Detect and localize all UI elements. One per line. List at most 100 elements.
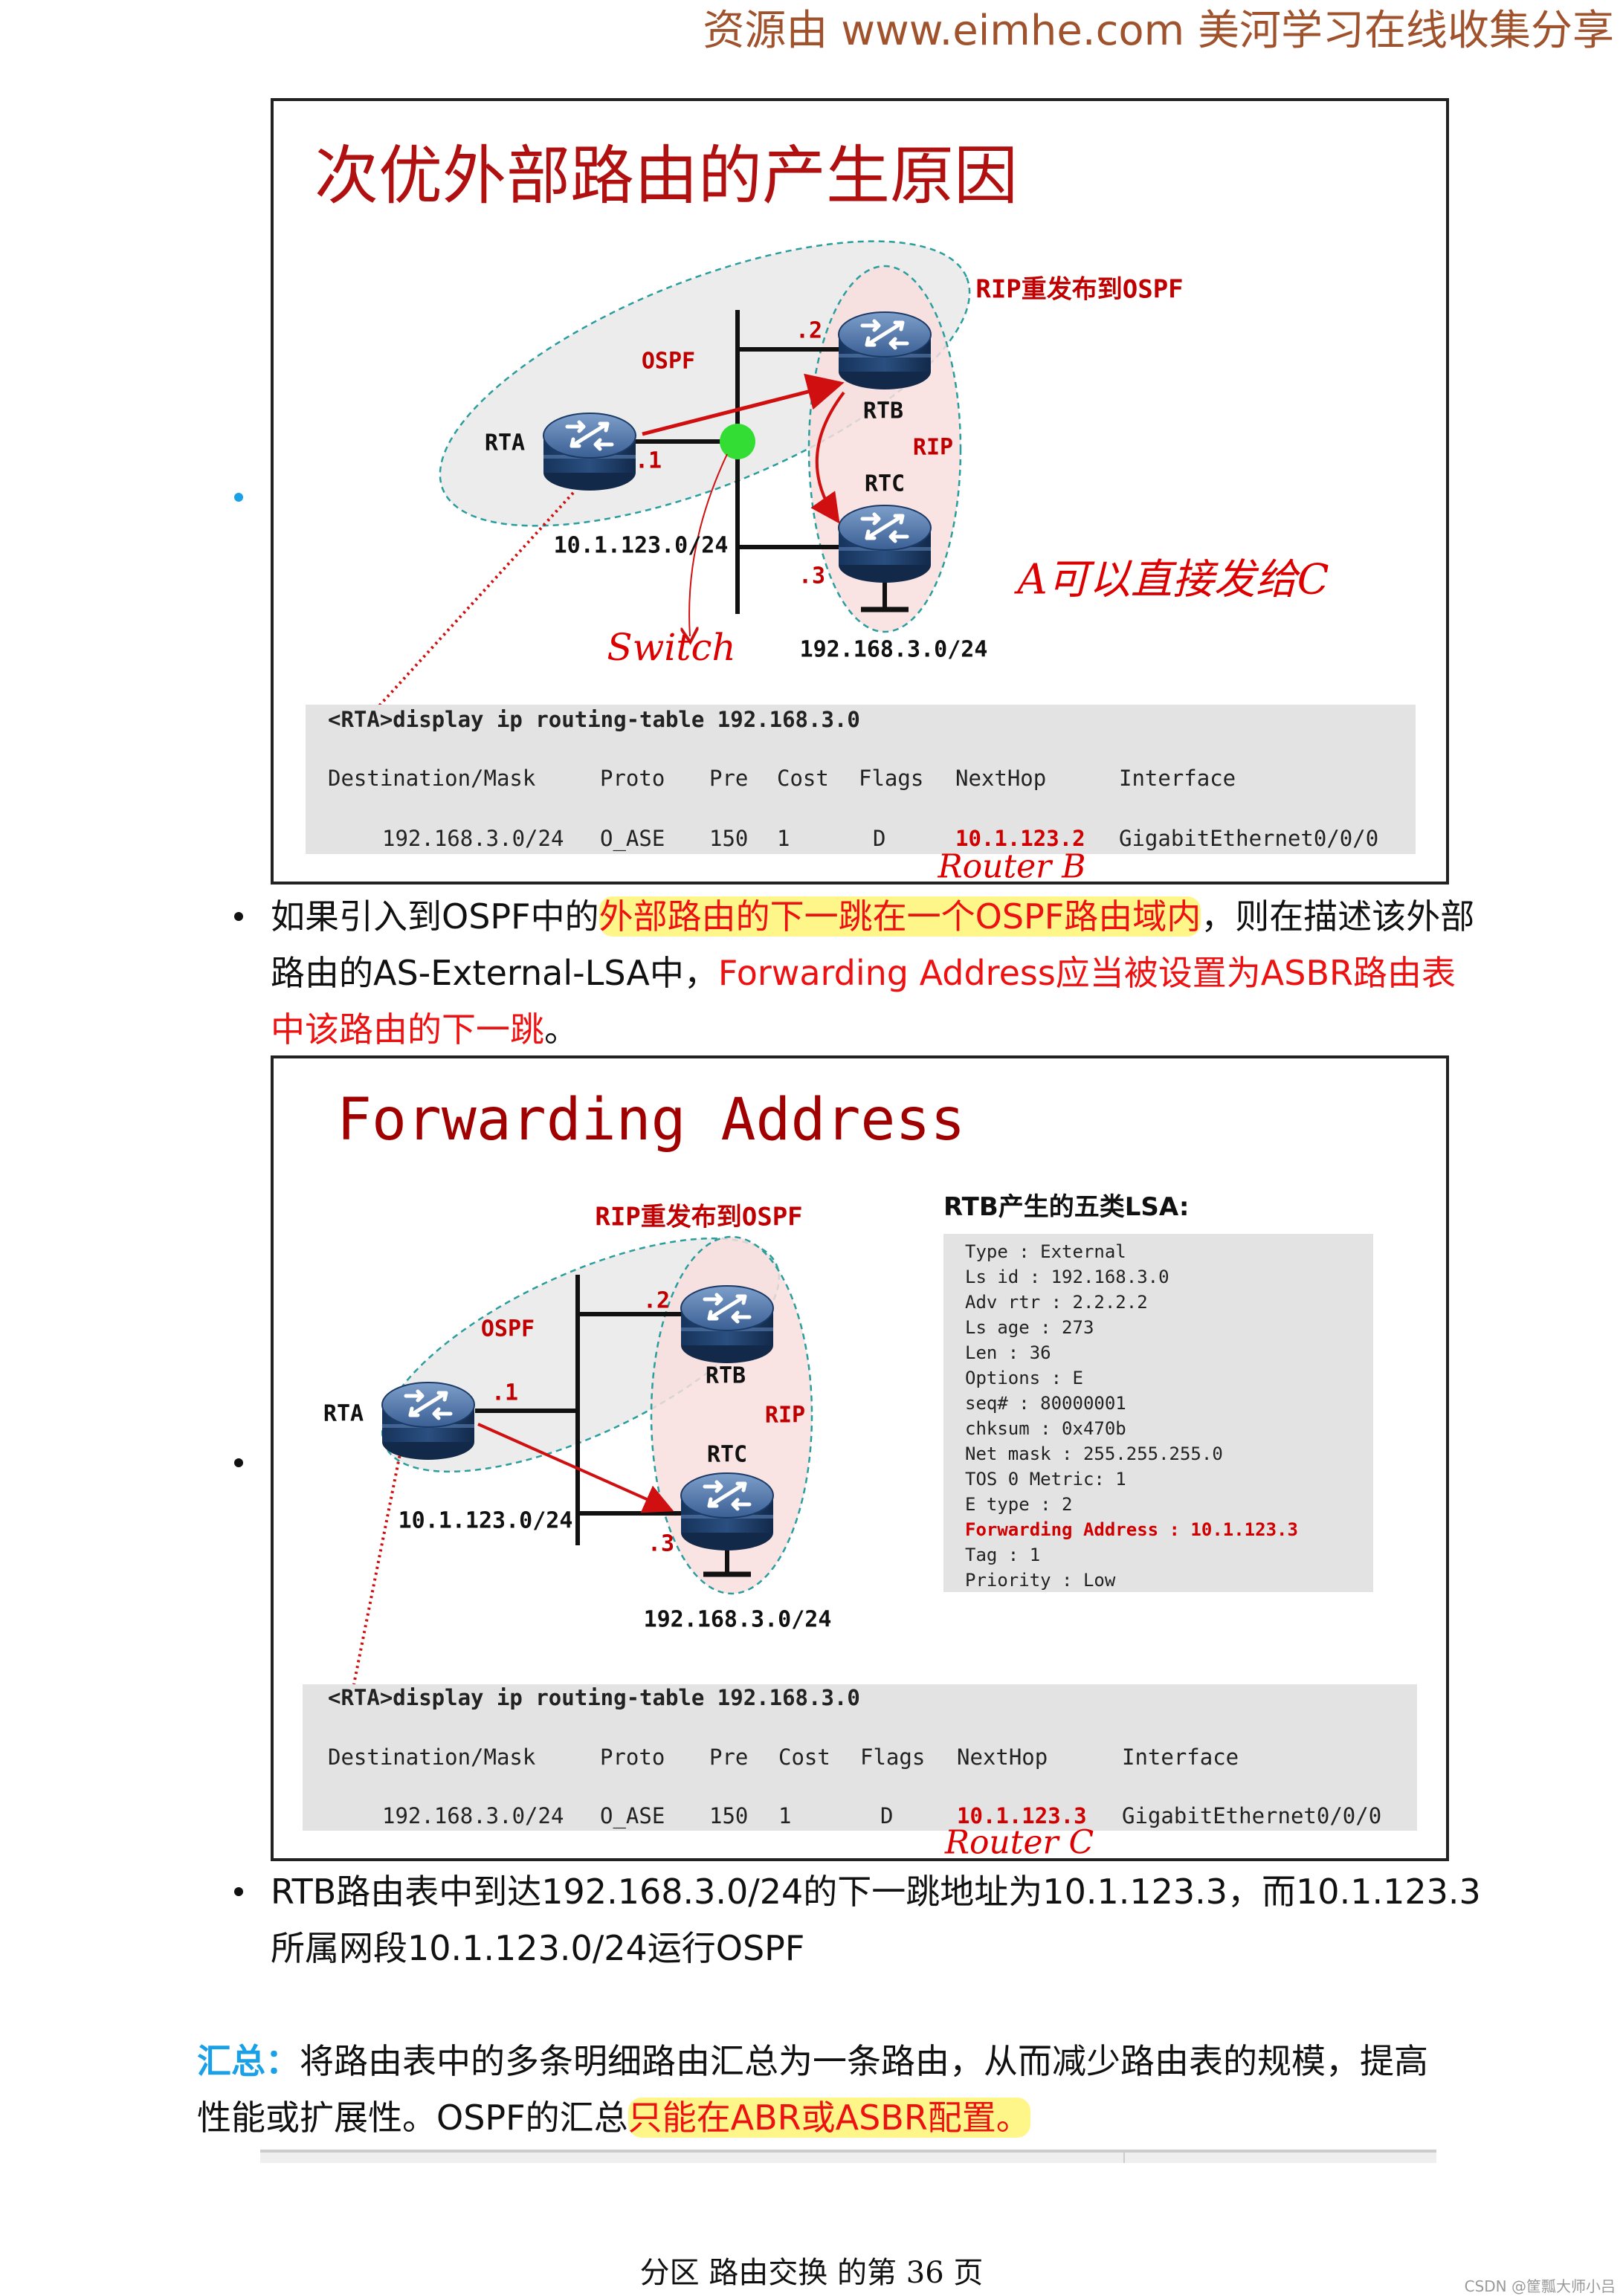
lsa-line: Priority : Low	[965, 1570, 1116, 1591]
lsa-line: Ls id : 192.168.3.0	[965, 1267, 1169, 1287]
header-suffix: 美河学习在线收集分享	[1184, 7, 1614, 55]
lsa-output: Type : External Ls id : 192.168.3.0 Adv …	[943, 1234, 1373, 1592]
col-pre: Pre	[709, 766, 749, 791]
bullet-dot	[234, 912, 243, 921]
rtb-iface: .2	[795, 317, 823, 344]
rip-label: RIP	[764, 1402, 806, 1429]
lsa-forwarding-address: Forwarding Address : 10.1.123.3	[965, 1519, 1298, 1540]
col-nexthop: NextHop	[955, 766, 1047, 791]
para1-highlight: 外部路由的下一跳在一个OSPF路由域内	[598, 896, 1201, 937]
page-footer: 分区 路由交换 的第 36 页	[639, 2256, 984, 2290]
slide-suboptimal-routing: 次优外部路由的产生原因 RIP重发布到OSPF OSPF RIP RTA RTB…	[271, 98, 1449, 886]
summary-text: 将路由表中的多条明细路由汇总为一条路由，从而减少路由表的规模，提高性能或扩展性。…	[197, 2041, 1428, 2138]
lsa-line: E type : 2	[965, 1494, 1073, 1515]
rtc-label: RTC	[706, 1441, 748, 1468]
slide-title: 次优外部路由的产生原因	[314, 139, 1018, 213]
lsa-line: Len : 36	[965, 1342, 1051, 1363]
cell-flags: D	[873, 826, 886, 851]
cell-cost: 1	[777, 826, 790, 851]
topology-diagram-2	[352, 1235, 813, 1685]
source-watermark-header: 资源由 www.eimhe.com 美河学习在线收集分享	[703, 0, 1614, 57]
summary-highlight: 只能在ABR或ASBR配置。	[627, 2098, 1030, 2138]
cell-flags: D	[880, 1803, 894, 1828]
lsa-line: Tag : 1	[965, 1545, 1041, 1565]
col-pre: Pre	[709, 1744, 749, 1770]
col-destination: Destination/Mask	[328, 766, 536, 791]
para1-red-text: Forwarding Address应当被设置为ASBR路由表中该路由的下一跳	[271, 953, 1456, 1050]
switch-note-arrow	[689, 453, 728, 636]
cell-proto: O_ASE	[600, 1803, 665, 1828]
bullet-dot	[234, 493, 243, 502]
stub-subnet-label: 192.168.3.0/24	[799, 636, 988, 663]
path-arrow-rta-rtb	[642, 373, 845, 436]
rtb-label: RTB	[862, 398, 904, 424]
paragraph-forwarding-rule: 如果引入到OSPF中的外部路由的下一跳在一个OSPF路由域内，则在描述该外部路由…	[271, 888, 1482, 1058]
cell-destination: 192.168.3.0/24	[382, 826, 564, 851]
note-router-b: Router B	[938, 847, 1086, 886]
lsa-heading: RTB产生的五类LSA:	[943, 1192, 1190, 1222]
router-rtc-icon	[681, 1473, 773, 1550]
rta-iface: .1	[634, 447, 662, 474]
col-interface: Interface	[1122, 1744, 1239, 1770]
note-direct: A可以直接发给C	[1017, 555, 1329, 604]
cell-proto: O_ASE	[600, 826, 665, 851]
lsa-line: Type : External	[965, 1241, 1126, 1262]
cell-nexthop: 10.1.123.2	[955, 826, 1085, 851]
note-switch: Switch	[607, 626, 736, 669]
para1-text: ，则在描述该外部路由的AS-External-LSA中，	[271, 896, 1475, 993]
bullet-dot	[234, 1887, 243, 1896]
rtb-iface: .2	[642, 1287, 671, 1314]
dotted-pointer	[375, 491, 575, 711]
lsa-line: Ls age : 273	[965, 1317, 1094, 1338]
col-proto: Proto	[600, 766, 665, 791]
paragraph-summary: 汇总：将路由表中的多条明细路由汇总为一条路由，从而减少路由表的规模，提高性能或扩…	[197, 2033, 1461, 2146]
router-rtb-icon	[839, 312, 931, 389]
shared-subnet-label: 10.1.123.0/24	[398, 1507, 573, 1534]
col-cost: Cost	[777, 766, 829, 791]
rtb-label: RTB	[705, 1362, 746, 1389]
table-fragment	[260, 2150, 1436, 2163]
cell-destination: 192.168.3.0/24	[382, 1803, 564, 1828]
header-url: www.eimhe.com	[841, 7, 1185, 55]
ospf-label: OSPF	[480, 1316, 535, 1342]
lsa-line: TOS 0 Metric: 1	[965, 1469, 1126, 1490]
rta-label: RTA	[484, 430, 526, 456]
topology-diagram-1	[375, 240, 971, 711]
redistribute-label: RIP重发布到OSPF	[595, 1202, 803, 1232]
rta-iface: .1	[491, 1380, 519, 1406]
command: <RTA>display ip routing-table 192.168.3.…	[328, 707, 860, 732]
command: <RTA>display ip routing-table 192.168.3.…	[328, 1685, 860, 1710]
header-prefix: 资源由	[703, 7, 842, 55]
paragraph-rtb-nexthop: RTB路由表中到达192.168.3.0/24的下一跳地址为10.1.123.3…	[271, 1872, 1481, 1968]
lsa-line: Options : E	[965, 1368, 1083, 1388]
router-rtc-icon	[839, 505, 931, 583]
cell-cost: 1	[778, 1803, 792, 1828]
bullet-dot	[234, 1458, 243, 1467]
col-nexthop: NextHop	[957, 1744, 1048, 1770]
para1-text: 如果引入到OSPF中的	[271, 896, 599, 937]
router-rta-icon	[382, 1383, 474, 1460]
col-proto: Proto	[600, 1744, 665, 1770]
slide-title: Forwarding Address	[337, 1087, 966, 1154]
rtc-iface: .3	[798, 563, 826, 589]
lsa-line: Adv rtr : 2.2.2.2	[965, 1292, 1148, 1313]
cell-nexthop: 10.1.123.3	[957, 1803, 1087, 1828]
col-flags: Flags	[860, 1744, 926, 1770]
lsa-line: seq# : 80000001	[965, 1393, 1126, 1414]
rip-label: RIP	[912, 434, 954, 461]
col-destination: Destination/Mask	[328, 1744, 536, 1770]
rta-label: RTA	[323, 1400, 364, 1427]
note-router-c: Router C	[944, 1823, 1094, 1862]
dotted-pointer	[352, 1449, 402, 1685]
router-rtb-icon	[681, 1286, 773, 1363]
para1-text: 。	[544, 1009, 578, 1050]
lsa-line: chksum : 0x470b	[965, 1418, 1126, 1439]
table-divider	[1123, 2153, 1125, 2163]
col-cost: Cost	[778, 1744, 830, 1770]
shared-subnet-label: 10.1.123.0/24	[553, 532, 729, 559]
cell-interface: GigabitEthernet0/0/0	[1122, 1803, 1382, 1828]
stub-subnet-label: 192.168.3.0/24	[643, 1606, 832, 1633]
summary-label: 汇总：	[197, 2041, 300, 2081]
lsa-line: Net mask : 255.255.255.0	[965, 1443, 1223, 1464]
csdn-watermark: CSDN @筐瓢大师小吕	[1464, 2277, 1616, 2295]
